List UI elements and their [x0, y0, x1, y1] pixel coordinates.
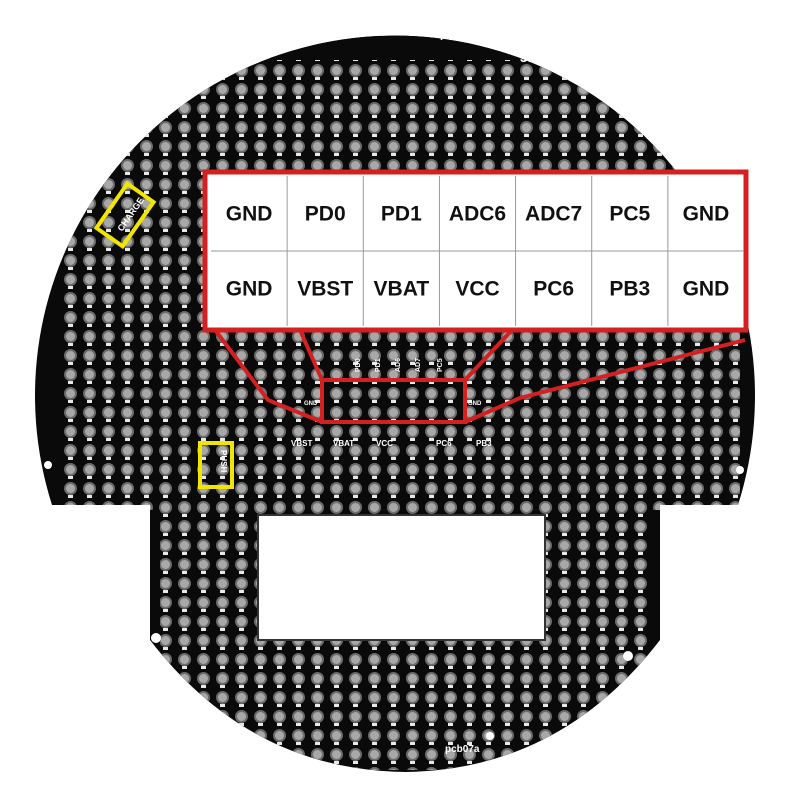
pin-table-cell: GND — [683, 278, 730, 301]
silk-label: VCC — [376, 439, 393, 448]
pin-table-cell: ADC7 — [525, 203, 582, 226]
display-cutout — [257, 514, 546, 641]
pin-table-cell: PD0 — [305, 203, 346, 226]
mount-hole-edge-right — [736, 466, 744, 474]
silk-bottom-labels: VBST VBAT VCC PC6 PB3 — [291, 439, 492, 448]
pin-table-cell: GND — [683, 203, 730, 226]
silk-label: PC5 — [437, 358, 444, 372]
push-label: PUSH — [219, 450, 228, 472]
mount-hole-right — [623, 651, 633, 661]
mount-hole-bottom — [486, 732, 494, 740]
pin-table-cell: VCC — [455, 278, 499, 301]
silk-label: PD1 — [375, 358, 382, 372]
pin-table-cell: PD1 — [381, 203, 422, 226]
pin-table-cell: VBST — [297, 278, 353, 301]
header-callout — [213, 328, 746, 424]
silk-label: PD0 — [355, 358, 362, 372]
revision-text: pcb07a — [445, 744, 480, 755]
silk-label: VBST — [291, 439, 312, 448]
pin-table-cell: PB3 — [609, 278, 650, 301]
silk-label: PB3 — [476, 439, 492, 448]
push-button-highlight: PUSH — [198, 441, 234, 489]
pin-table-cell: PC6 — [533, 278, 574, 301]
pin-table-cell: ADC6 — [449, 203, 506, 226]
silk-top-labels: PD0 PD1 AD6 AD7 PC5 — [355, 358, 444, 372]
mount-hole-edge-left — [44, 461, 52, 469]
copyright-text: ©2008 — [308, 31, 341, 43]
pin-table-cell: PC5 — [609, 203, 650, 226]
silk-gnd-right: GND — [468, 401, 482, 407]
mount-hole-left — [151, 633, 161, 643]
pin-table-cell: GND — [226, 203, 273, 226]
silk-label: VBAT — [333, 439, 354, 448]
silk-label: AD7 — [415, 358, 422, 372]
pin-table-cell: GND — [226, 278, 273, 301]
silk-label: AD6 — [395, 358, 402, 372]
brand-text: Pololu — [440, 31, 474, 43]
model-text: 3π — [520, 50, 537, 65]
silk-label: PC6 — [436, 439, 452, 448]
silk-gnd-left: GND — [304, 401, 318, 407]
mount-hole-top — [203, 71, 211, 79]
pin-table-cell: VBAT — [374, 278, 430, 301]
